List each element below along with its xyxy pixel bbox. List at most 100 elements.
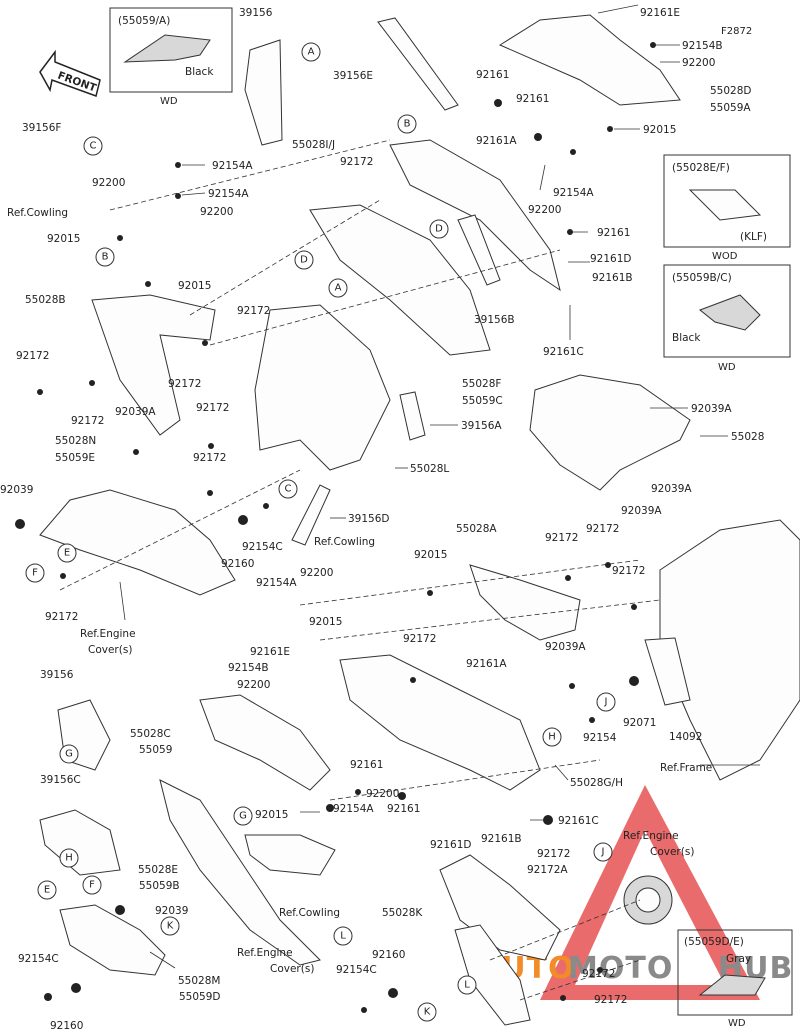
label-55028a: 55028A (456, 523, 497, 535)
svg-text:B: B (404, 119, 411, 130)
part-55028 (529, 374, 691, 491)
label-92200: 92200 (200, 206, 233, 218)
label-92200: 92200 (92, 177, 125, 189)
label-92160: 92160 (372, 949, 405, 961)
label-55028gh: 55028G/H (570, 777, 623, 789)
label-92161: 92161 (516, 93, 549, 105)
label-92039a: 92039A (545, 641, 586, 653)
callout-f: F (82, 875, 102, 895)
label-55028e: 55028E (138, 864, 178, 876)
svg-text:K: K (424, 1007, 431, 1018)
label-55028f: 55028F (462, 378, 501, 390)
label-92172: 92172 (340, 156, 373, 168)
part-55028a (469, 564, 581, 641)
label-92161c: 92161C (543, 346, 584, 358)
svg-text:C: C (285, 484, 292, 495)
svg-text:A: A (335, 283, 342, 294)
label-92015: 92015 (255, 809, 288, 821)
label-55059d: 55059D (179, 991, 221, 1003)
label-92172: 92172 (237, 305, 270, 317)
part-39156 (244, 39, 283, 146)
callout-k: K (160, 916, 180, 936)
front-arrow-icon: FRONT (39, 49, 101, 97)
callout-d: D (429, 219, 449, 239)
label-92154c: 92154C (242, 541, 283, 553)
inset-55059bc: (55059B/C) Black WD (663, 264, 791, 373)
inset-55059de-code: (55059D/E) (684, 936, 744, 948)
label-55028b: 55028B (25, 294, 66, 306)
part-55028m (59, 904, 166, 976)
svg-text:F: F (32, 568, 38, 579)
label-39156b: 39156B (474, 314, 515, 326)
figure-code: F2872 (721, 26, 752, 37)
label-cover-s: Cover(s) (650, 846, 694, 858)
inset-55059a-variant: WD (160, 96, 178, 107)
label-92200: 92200 (682, 57, 715, 69)
label-92161a: 92161A (476, 135, 517, 147)
label-92172: 92172 (71, 415, 104, 427)
svg-text:H: H (548, 732, 556, 743)
label-92161e: 92161E (640, 7, 680, 19)
label-cover-s: Cover(s) (270, 963, 314, 975)
label-92015: 92015 (643, 124, 676, 136)
part-55028b (91, 294, 216, 436)
label-92015: 92015 (178, 280, 211, 292)
label-92172: 92172 (196, 402, 229, 414)
label-92154b: 92154B (228, 662, 269, 674)
label-92154b: 92154B (682, 40, 723, 52)
part-labels: F2872 39156 39156E 39156F 92161E 92154B … (0, 7, 764, 1032)
callout-e: E (57, 543, 77, 563)
part-shapes (39, 14, 800, 1026)
label-92154a: 92154A (333, 803, 374, 815)
label-92172: 92172 (537, 848, 570, 860)
svg-text:K: K (167, 921, 174, 932)
label-92172: 92172 (168, 378, 201, 390)
svg-text:D: D (300, 255, 308, 266)
inset-55059a-color: Black (185, 66, 214, 78)
label-92172: 92172 (45, 611, 78, 623)
label-92161: 92161 (597, 227, 630, 239)
inset-55059bc-color: Black (672, 332, 701, 344)
label-55028k: 55028K (382, 907, 423, 919)
svg-text:C: C (90, 141, 97, 152)
reference-lines (59, 139, 661, 1001)
label-92161d: 92161D (590, 253, 632, 265)
inset-55028ef-code: (55028E/F) (672, 162, 730, 174)
callout-d: D (294, 250, 314, 270)
callout-b: B (95, 247, 115, 267)
label-ref-engine: Ref.Engine (80, 628, 136, 640)
label-92161b: 92161B (592, 272, 633, 284)
label-92161b: 92161B (481, 833, 522, 845)
inset-55028ef-note: (KLF) (740, 231, 767, 243)
svg-text:L: L (340, 931, 346, 942)
label-ref-cowling: Ref.Cowling (7, 207, 68, 219)
leader-lines (119, 4, 760, 969)
label-92154a: 92154A (212, 160, 253, 172)
watermark-moto: MOTO (568, 951, 673, 986)
label-92172: 92172 (16, 350, 49, 362)
label-ref-frame: Ref.Frame (660, 762, 712, 774)
label-39156: 39156 (40, 669, 74, 681)
label-92039a: 92039A (621, 505, 662, 517)
callout-b: B (397, 114, 417, 134)
svg-text:B: B (102, 252, 109, 263)
label-92160: 92160 (50, 1020, 83, 1032)
callout-c: C (83, 136, 103, 156)
label-92172: 92172 (545, 532, 578, 544)
label-55028n: 55028N (55, 435, 96, 447)
label-55028: 55028 (731, 431, 764, 443)
label-92039: 92039 (0, 484, 33, 496)
label-92160: 92160 (221, 558, 254, 570)
inset-55059de-variant: WD (728, 1018, 746, 1029)
label-92172: 92172 (586, 523, 619, 535)
label-92200: 92200 (366, 788, 399, 800)
label-55028m: 55028M (178, 975, 220, 987)
part-55028f (309, 204, 491, 356)
part-ref-cowling-lower (244, 834, 336, 876)
part-39156e (377, 17, 459, 111)
label-92015: 92015 (414, 549, 447, 561)
label-92154a: 92154A (553, 187, 594, 199)
label-55028ij: 55028I/J (292, 139, 335, 151)
label-39156a: 39156A (461, 420, 502, 432)
label-92172: 92172 (582, 968, 615, 980)
